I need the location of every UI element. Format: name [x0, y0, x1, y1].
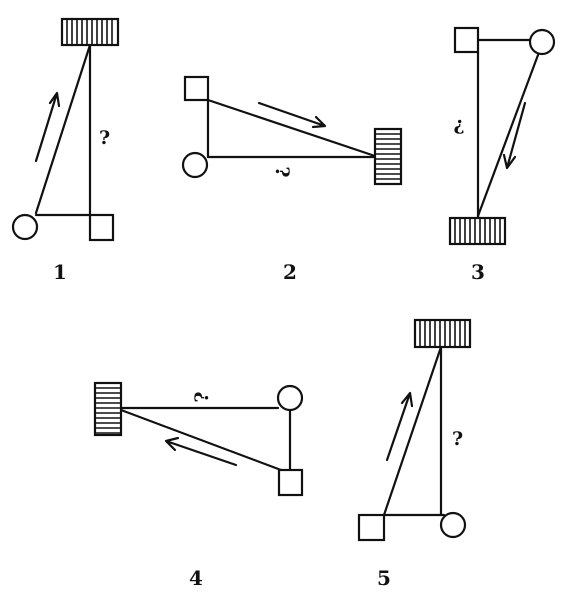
panel-2-label: 2 — [283, 260, 297, 284]
panel-4-circle — [276, 384, 304, 412]
panel-1-question-mark: ? — [99, 127, 110, 149]
panel-2-circle — [181, 151, 209, 179]
panel-4-hatched-block — [93, 381, 123, 437]
panel-3-label: 3 — [471, 260, 485, 284]
panel-2-square — [183, 75, 210, 102]
panel-1-circle — [11, 213, 39, 241]
panel-4-diagonal-line — [119, 408, 283, 472]
panel-4-question-mark: ? — [191, 391, 213, 402]
panel-4-square — [277, 468, 304, 497]
panel-1-hatch-lines — [66, 19, 113, 45]
panel-3-diagonal-line — [476, 53, 540, 218]
panel-5-circle — [439, 511, 467, 539]
panel-4-label: 4 — [189, 566, 203, 590]
panel-4: ? 4 — [93, 381, 304, 590]
panel-5-hatch-lines — [419, 320, 466, 347]
panel-1-label: 1 — [53, 260, 67, 284]
panel-5-arrow-icon — [385, 391, 414, 462]
panel-5-square — [357, 513, 386, 542]
panel-2: ? 2 — [181, 75, 403, 284]
panel-3-arrow-icon — [502, 101, 527, 170]
panel-4-arrow-icon — [164, 436, 238, 467]
panel-3: ? 3 — [448, 26, 556, 284]
panel-2-hatch-lines — [375, 133, 401, 180]
panel-1-arrow-icon — [34, 91, 61, 163]
panel-5-label: 5 — [377, 566, 391, 590]
panel-5: ? 5 — [357, 318, 472, 590]
panel-1: ? 1 — [11, 17, 120, 284]
panel-1-square — [88, 213, 115, 242]
panel-5-hatched-block — [413, 318, 472, 349]
panel-2-diagonal-line — [206, 98, 377, 158]
panel-3-hatch-lines — [454, 218, 501, 244]
panel-1-hatched-block — [60, 17, 120, 47]
panel-2-hatched-block — [373, 127, 403, 186]
panel-3-hatched-block — [448, 216, 507, 246]
panel-3-square — [453, 26, 480, 54]
panel-2-question-mark: ? — [271, 166, 293, 177]
panel-5-diagonal-line — [382, 345, 443, 517]
panel-2-arrow-icon — [257, 101, 327, 129]
panel-1-diagonal-line — [34, 43, 92, 215]
panel-3-circle — [528, 28, 556, 56]
panel-5-question-mark: ? — [452, 428, 463, 450]
panel-4-hatch-lines — [95, 387, 121, 434]
panel-3-question-mark: ? — [453, 115, 464, 137]
